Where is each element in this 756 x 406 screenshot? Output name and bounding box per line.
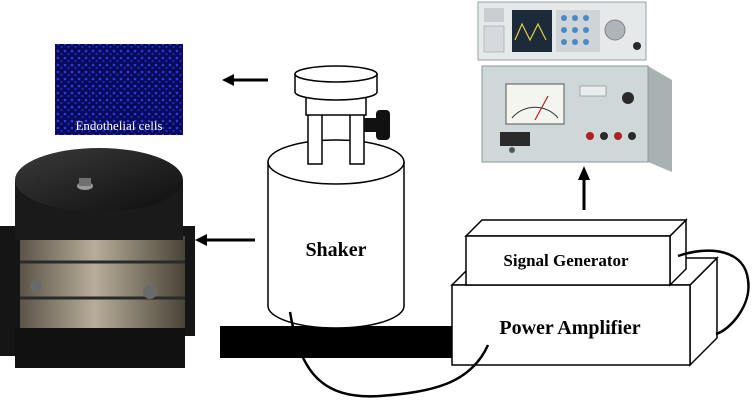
base-plate	[220, 326, 455, 358]
shaker: Shaker	[267, 65, 405, 329]
endothelial-cells-caption: Endothelial cells	[75, 118, 162, 133]
shaker-cable	[288, 311, 490, 398]
shaker-label: Shaker	[305, 239, 366, 261]
function-generator-image	[477, 1, 647, 61]
vibration-device-image	[0, 148, 195, 368]
generator-cable	[677, 249, 750, 336]
arrow-left-icon	[222, 74, 268, 86]
signal-generator-box: Signal Generator	[464, 218, 688, 287]
arrow-left-icon	[195, 234, 255, 246]
arrow-up-icon	[578, 166, 590, 210]
signal-generator-label: Signal Generator	[503, 251, 629, 270]
power-amplifier-label: Power Amplifier	[499, 317, 640, 339]
endothelial-cells-image: Endothelial cells	[55, 44, 183, 135]
amplifier-panel-image	[481, 65, 672, 172]
